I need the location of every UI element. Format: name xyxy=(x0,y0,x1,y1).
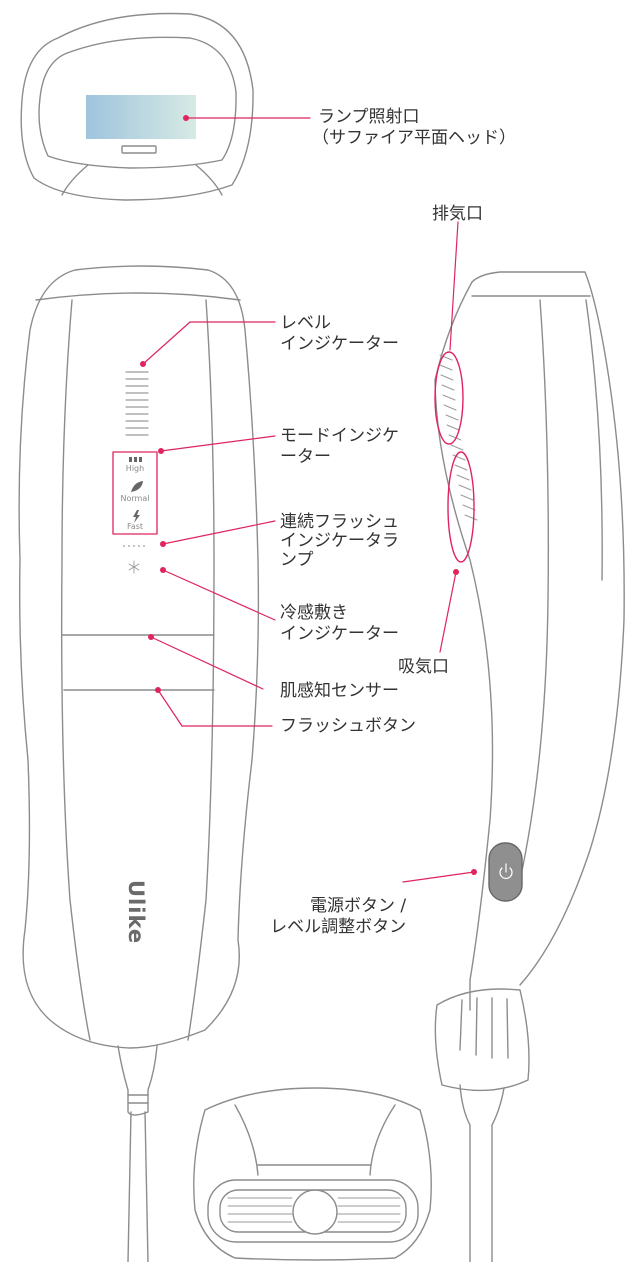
label-exhaust: 排気口 xyxy=(432,204,483,224)
label-power-button: 電源ボタン / レベル調整ボタン xyxy=(270,896,407,937)
label-flash-indicator: 連続フラッシュ インジケータラ ンプ xyxy=(280,512,399,570)
vent-grille xyxy=(439,354,478,521)
head-top-view xyxy=(20,12,254,201)
label-flash-button: フラッシュボタン xyxy=(280,716,416,736)
mode-indicator-box xyxy=(112,451,158,535)
lightning-icon xyxy=(133,510,140,523)
intake-highlight xyxy=(447,451,475,563)
label-level-indicator: レベル インジケーター xyxy=(280,313,399,354)
head-bottom-view xyxy=(193,1087,432,1261)
level-indicator-bars xyxy=(125,371,149,436)
exhaust-highlight xyxy=(434,351,464,445)
mode-normal-label: Normal xyxy=(120,494,150,503)
callout-dots xyxy=(140,115,477,875)
brand-logo: Ulike xyxy=(124,880,148,945)
label-cool-indicator: 冷感敷き インジケーター xyxy=(280,603,399,644)
bars-icon xyxy=(129,457,142,462)
leaf-icon xyxy=(131,481,143,492)
label-lamp-port: ランプ照射口 （サファイア平面ヘッド） xyxy=(312,107,516,148)
label-mode-indicator: モードインジケ ーター xyxy=(280,426,399,467)
mode-fast-label: Fast xyxy=(126,522,144,531)
callout-lines xyxy=(142,117,475,883)
snowflake-icon xyxy=(128,560,140,574)
label-skin-sensor: 肌感知センサー xyxy=(280,681,399,701)
lamp-window xyxy=(86,95,196,139)
label-intake: 吸気口 xyxy=(398,657,449,677)
device-front xyxy=(18,265,260,1263)
mode-high-label: High xyxy=(125,464,145,473)
power-icon xyxy=(499,863,513,879)
device-side xyxy=(434,271,625,1263)
flash-indicator-dots xyxy=(123,545,145,547)
